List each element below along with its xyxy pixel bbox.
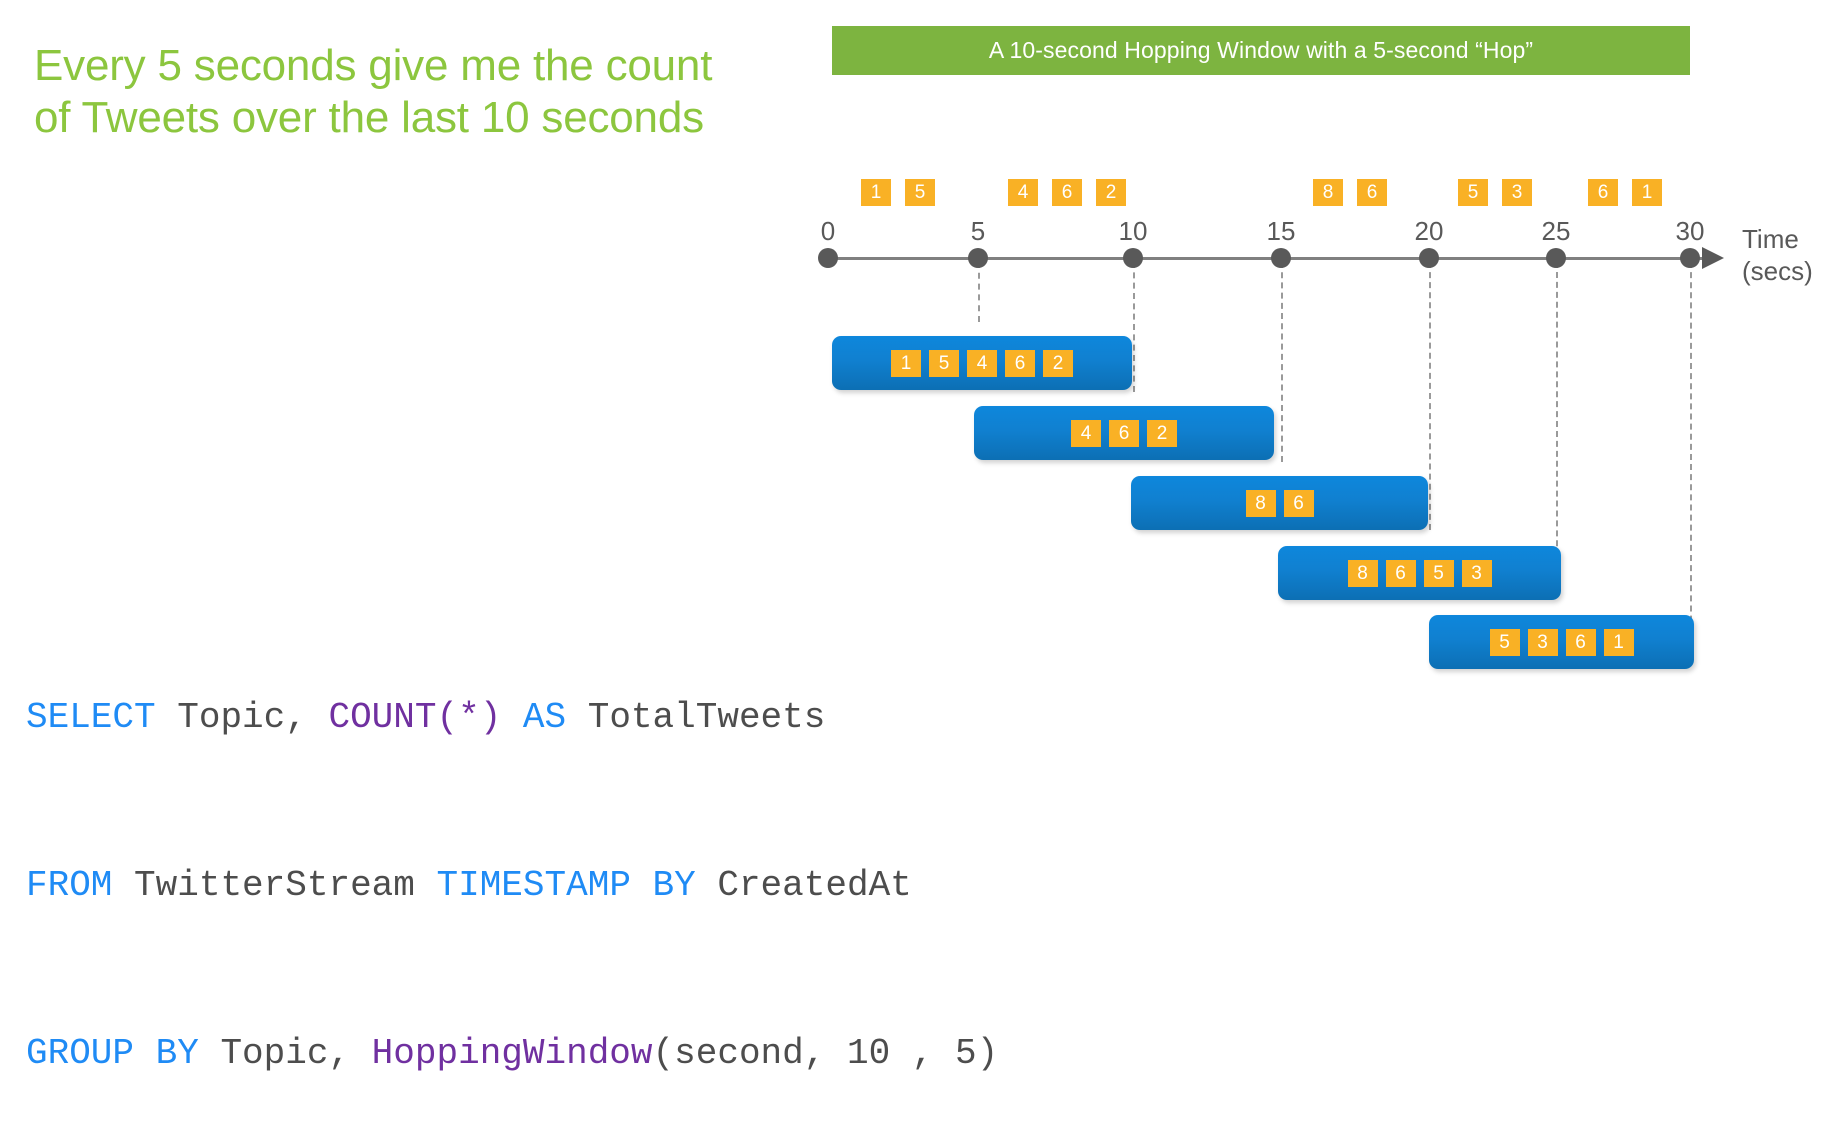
- tweet-chip: 3: [1527, 628, 1558, 656]
- timeline-tick-label: 25: [1541, 216, 1571, 246]
- tweet-chip: 6: [1052, 179, 1082, 206]
- tweet-chip: 5: [929, 349, 959, 377]
- tweet-chip: 2: [1096, 179, 1126, 206]
- sql-token: GROUP BY: [26, 1033, 221, 1074]
- sql-token: CreatedAt: [717, 865, 912, 906]
- sql-token: (second, 10 , 5): [652, 1033, 999, 1074]
- sql-token: Topic,: [220, 1033, 372, 1074]
- timeline-guide-line: [1556, 262, 1558, 596]
- tweet-chip: 4: [1071, 419, 1101, 447]
- sql-token: TIMESTAMP BY: [436, 865, 718, 906]
- timeline-tick-dot: [1271, 248, 1291, 268]
- tweet-chip: 1: [861, 179, 891, 206]
- timeline-tick-dot: [1546, 248, 1566, 268]
- tweet-chip: 3: [1461, 559, 1492, 587]
- sql-token: HoppingWindow: [371, 1033, 653, 1074]
- sql-token: Topic,: [177, 697, 329, 738]
- time-axis-label-line1: Time: [1742, 224, 1799, 254]
- timeline-tick-label: 10: [1118, 216, 1148, 246]
- tweet-chip: 5: [1423, 559, 1454, 587]
- timeline-tick-label: 5: [970, 216, 986, 246]
- tweet-chip: 5: [1489, 628, 1520, 656]
- timeline-guide-line: [978, 262, 980, 322]
- sql-query-block: SELECT Topic, COUNT(*) AS TotalTweets FR…: [26, 578, 998, 1138]
- tweet-chip: 3: [1502, 179, 1532, 206]
- banner-label: A 10-second Hopping Window with a 5-seco…: [988, 37, 1534, 63]
- timeline-guide-line: [1429, 262, 1431, 530]
- tweet-chip: 6: [1385, 559, 1416, 587]
- sql-line-3: GROUP BY Topic, HoppingWindow(second, 10…: [26, 1026, 998, 1082]
- timeline-tick-dot: [1419, 248, 1439, 268]
- timeline-tick-dot: [968, 248, 988, 268]
- timeline-tick-dot: [1123, 248, 1143, 268]
- timeline-tick-label: 15: [1266, 216, 1296, 246]
- tweet-chip: 6: [1357, 179, 1387, 206]
- tweet-chip: 8: [1245, 489, 1276, 517]
- timeline-guide-line: [1281, 262, 1283, 462]
- tweet-chip: 2: [1043, 349, 1073, 377]
- tweet-chip: 4: [967, 349, 997, 377]
- page-title: Every 5 seconds give me the count of Twe…: [34, 41, 713, 142]
- sql-token: COUNT(*): [328, 697, 523, 738]
- sql-token: SELECT: [26, 697, 178, 738]
- tweet-chip: 5: [1458, 179, 1488, 206]
- timeline-tick-label: 30: [1675, 216, 1705, 246]
- timeline-tick-label: 0: [820, 216, 836, 246]
- tweet-chip: 1: [1603, 628, 1634, 656]
- tweet-chip: 2: [1147, 419, 1177, 447]
- tweet-chip: 6: [1005, 349, 1035, 377]
- sql-token: TotalTweets: [587, 697, 826, 738]
- banner: A 10-second Hopping Window with a 5-seco…: [832, 26, 1690, 75]
- tweet-chip: 6: [1565, 628, 1596, 656]
- tweet-chip: 6: [1283, 489, 1314, 517]
- tweet-chip: 8: [1347, 559, 1378, 587]
- time-axis-label: Time (secs): [1742, 224, 1813, 287]
- timeline-tick-dot: [1680, 248, 1700, 268]
- sql-token: FROM: [26, 865, 135, 906]
- timeline-guide-line: [1133, 262, 1135, 392]
- timeline-tick-label: 20: [1414, 216, 1444, 246]
- sql-token: AS: [522, 697, 588, 738]
- tweet-chip: 1: [891, 349, 921, 377]
- time-axis-label-line2: (secs): [1742, 255, 1813, 286]
- timeline-guide-line: [1690, 262, 1692, 662]
- timeline-axis-line: [828, 257, 1708, 260]
- timeline-tick-dot: [818, 248, 838, 268]
- tweet-chip: 6: [1588, 179, 1618, 206]
- tweet-chip: 5: [905, 179, 935, 206]
- sql-line-1: SELECT Topic, COUNT(*) AS TotalTweets: [26, 690, 998, 746]
- sql-token: TwitterStream: [134, 865, 437, 906]
- timeline-arrow-icon: [1702, 247, 1724, 269]
- tweet-chip: 1: [1632, 179, 1662, 206]
- sql-line-2: FROM TwitterStream TIMESTAMP BY CreatedA…: [26, 858, 998, 914]
- tweet-chip: 4: [1008, 179, 1038, 206]
- tweet-chip: 6: [1109, 419, 1139, 447]
- tweet-chip: 8: [1313, 179, 1343, 206]
